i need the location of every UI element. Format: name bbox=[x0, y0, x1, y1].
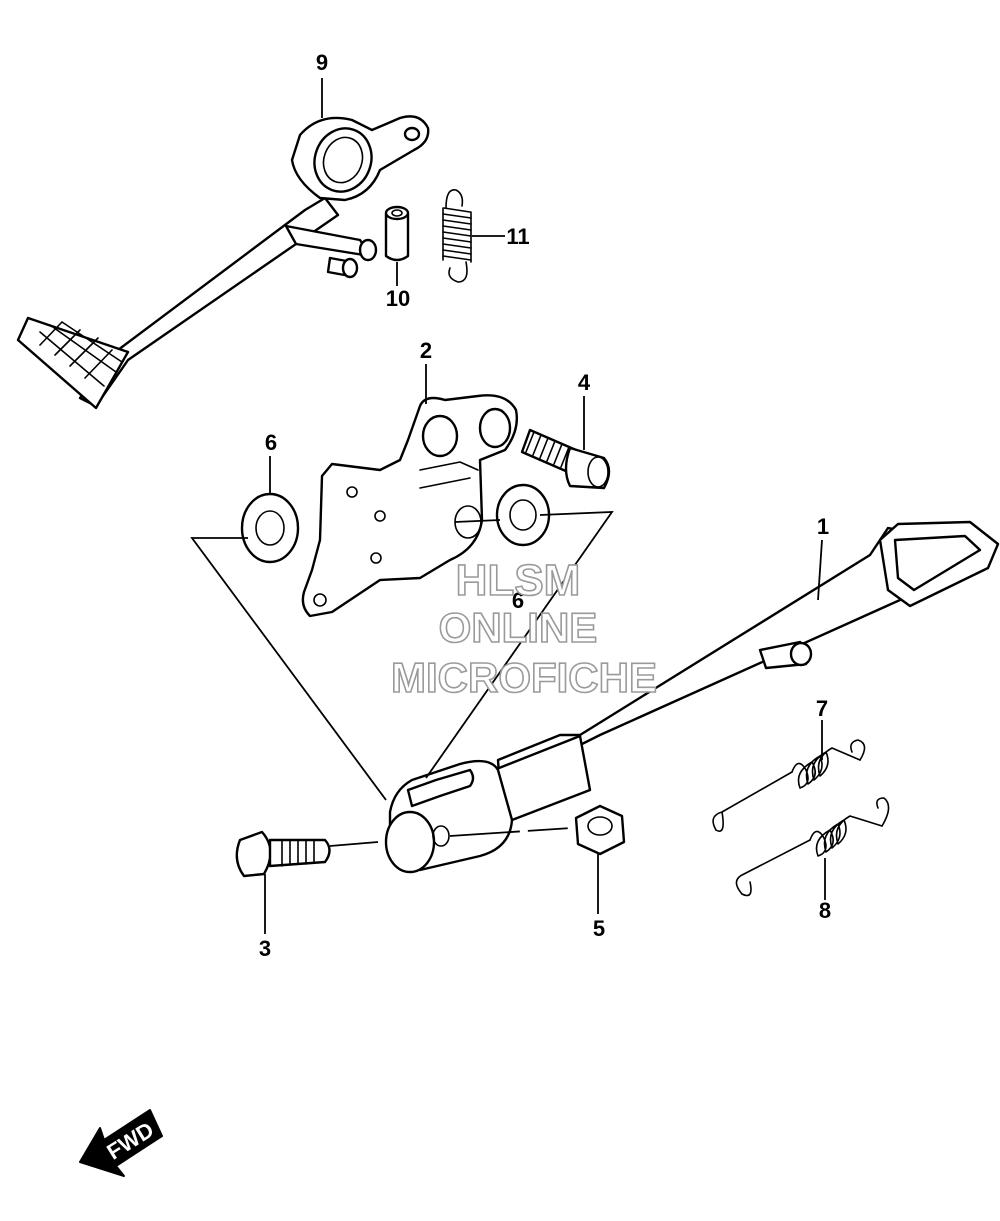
callout-9: 9 bbox=[316, 50, 328, 75]
callout-4: 4 bbox=[578, 370, 591, 395]
watermark-line-1: HLSM bbox=[456, 556, 581, 605]
callout-3: 3 bbox=[259, 936, 271, 961]
pin-part bbox=[384, 205, 410, 262]
washer-left bbox=[240, 492, 300, 564]
stand-spring-upper bbox=[712, 739, 866, 832]
watermark-line-2: ONLINE bbox=[439, 604, 598, 651]
stand-spring-lower bbox=[735, 797, 890, 897]
callout-1: 1 bbox=[817, 514, 829, 539]
callout-2: 2 bbox=[420, 338, 432, 363]
callout-8: 8 bbox=[819, 898, 831, 923]
return-spring-small bbox=[442, 189, 472, 283]
callout-10: 10 bbox=[386, 286, 410, 311]
watermark-line-3: MICROFICHE bbox=[391, 654, 657, 701]
side-stand bbox=[384, 520, 1000, 874]
leader-lines bbox=[190, 78, 826, 934]
callout-6-right: 6 bbox=[512, 588, 524, 613]
callout-7: 7 bbox=[816, 696, 828, 721]
watermark: HLSM ONLINE MICROFICHE bbox=[390, 555, 658, 702]
callout-5: 5 bbox=[593, 916, 605, 941]
stand-bolt bbox=[235, 830, 331, 878]
brake-pedal bbox=[16, 115, 430, 410]
fwd-badge: FWD bbox=[79, 1109, 163, 1177]
bracket-bolt bbox=[520, 428, 611, 490]
callout-6-left: 6 bbox=[265, 430, 277, 455]
callout-labels: 9 10 11 2 4 6 6 1 7 8 3 5 bbox=[259, 50, 831, 961]
arrow-down-left-icon bbox=[79, 1109, 163, 1177]
callout-11: 11 bbox=[506, 224, 529, 249]
stand-nut bbox=[574, 804, 626, 856]
